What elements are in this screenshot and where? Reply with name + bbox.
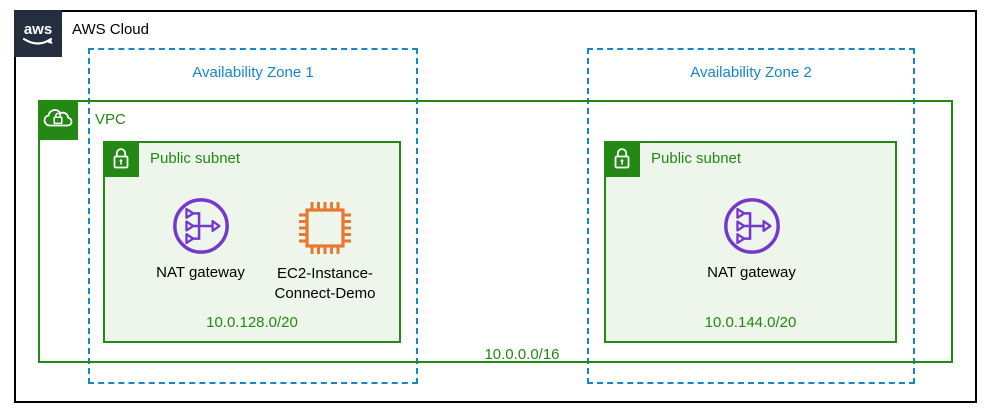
ec2-instance-icon <box>295 198 355 258</box>
ec2-instance-resource: EC2-Instance- Connect-Demo <box>245 198 405 304</box>
aws-cloud-label: AWS Cloud <box>72 21 149 38</box>
availability-zone-2-label: Availability Zone 2 <box>690 64 812 81</box>
public-subnet-1-box: Public subnet NAT gateway <box>103 141 401 343</box>
nat-gateway-icon <box>721 195 783 257</box>
vpc-cidr-label: 10.0.0.0/16 <box>484 346 560 363</box>
nat-gateway-2-resource: NAT gateway <box>684 195 819 283</box>
nat-gateway-2-label: NAT gateway <box>707 264 796 281</box>
public-subnet-1-lock-icon <box>103 141 139 177</box>
vpc-box: VPC 10.0.0.0/16 Public subnet <box>38 100 953 363</box>
public-subnet-1-label: Public subnet <box>150 150 241 167</box>
nat-gateway-1-label: NAT gateway <box>156 264 245 281</box>
availability-zone-2-box: Availability Zone 2 <box>587 48 915 384</box>
subnet-2-cidr-label: 10.0.144.0/20 <box>704 314 797 331</box>
ec2-instance-label-line2: Connect-Demo <box>274 285 376 302</box>
availability-zone-1-box: Availability Zone 1 <box>88 48 418 384</box>
subnet-1-cidr-label: 10.0.128.0/20 <box>206 314 298 331</box>
svg-text:aws: aws <box>24 21 52 38</box>
nat-gateway-1-resource: NAT gateway <box>133 195 268 283</box>
public-subnet-2-label: Public subnet <box>651 150 742 167</box>
aws-logo-icon: aws <box>14 10 62 57</box>
ec2-instance-label: EC2-Instance- Connect-Demo <box>275 264 376 304</box>
nat-gateway-icon <box>170 195 232 257</box>
public-subnet-2-box: Public subnet NAT gateway 10.0.144.0/20 <box>604 141 897 343</box>
availability-zone-1-label: Availability Zone 1 <box>192 64 314 81</box>
vpc-icon <box>38 100 78 140</box>
public-subnet-2-lock-icon <box>604 141 640 177</box>
vpc-label: VPC <box>95 111 126 128</box>
aws-logo-glyph: aws <box>22 21 53 45</box>
ec2-instance-label-line1: EC2-Instance- <box>277 265 373 282</box>
